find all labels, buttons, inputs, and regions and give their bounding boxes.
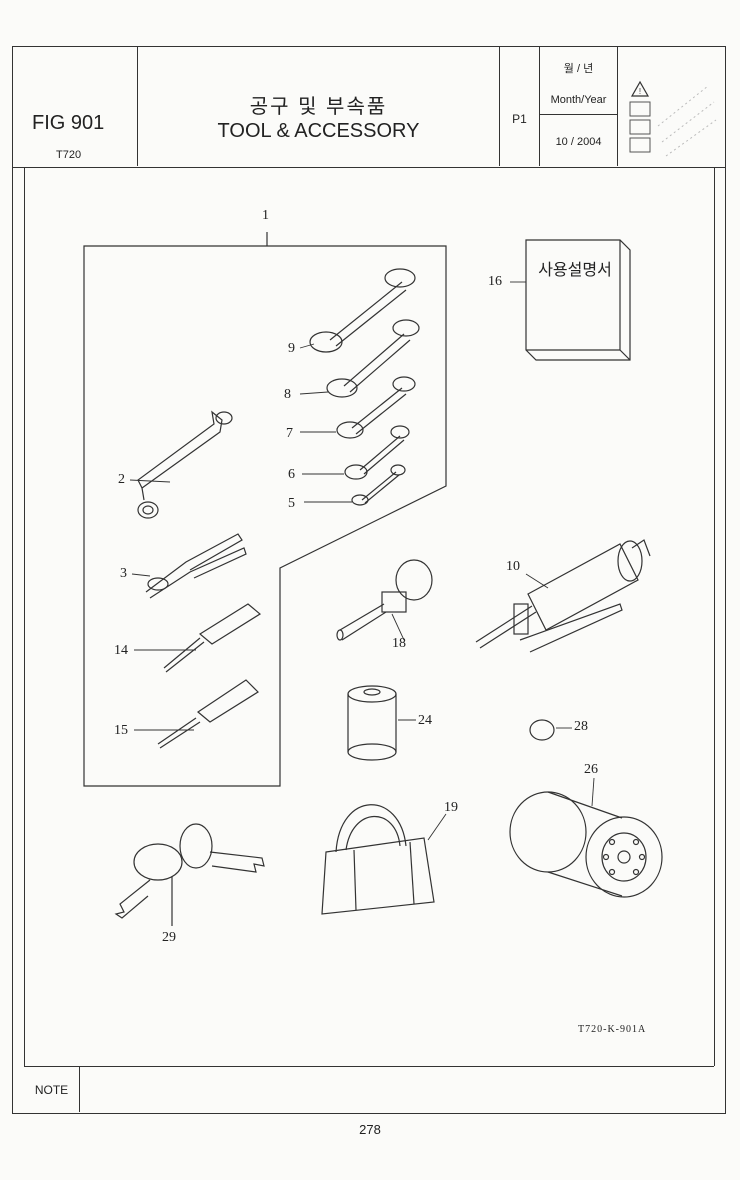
screwdriver-14 bbox=[163, 603, 262, 673]
title-cell: 공구 및 부속품 TOOL & ACCESSORY bbox=[138, 46, 500, 166]
part-label: 28 bbox=[574, 719, 588, 734]
spanner-9 bbox=[309, 268, 416, 353]
spanner-6 bbox=[344, 425, 410, 480]
cap-28 bbox=[529, 719, 555, 741]
page-cell: P1 bbox=[500, 46, 540, 166]
note-label: NOTE bbox=[24, 1067, 80, 1112]
fig-cell: FIG 901 T720 bbox=[12, 46, 138, 166]
page-label: P1 bbox=[512, 112, 527, 126]
spanner-5 bbox=[351, 464, 406, 506]
grease-gun-10 bbox=[475, 539, 651, 653]
page-frame bbox=[12, 46, 726, 1114]
date-label-korean: 월 / 년 bbox=[563, 63, 594, 75]
oil-filter-26 bbox=[509, 791, 663, 898]
note-row: NOTE bbox=[24, 1066, 714, 1112]
page-number: 278 bbox=[359, 1122, 381, 1137]
date-value: 10 / 2004 bbox=[555, 136, 602, 148]
instruction-manual-16 bbox=[525, 239, 631, 361]
model-code: T720 bbox=[56, 149, 82, 161]
part-label: 19 bbox=[444, 800, 458, 815]
fig-number: FIG 901 bbox=[32, 112, 105, 134]
title-korean: 공구 및 부속품 bbox=[249, 96, 388, 118]
screwdriver-15 bbox=[157, 679, 259, 749]
part-label: 29 bbox=[162, 930, 176, 945]
part-label: 15 bbox=[114, 723, 128, 738]
part-label: 1 bbox=[262, 208, 269, 223]
pliers-3 bbox=[145, 533, 247, 599]
date-cell: 월 / 년 Month/Year 10 / 2004 bbox=[540, 46, 618, 166]
svg-text:!: ! bbox=[639, 87, 641, 96]
manual-cover-text: 사용설명서 bbox=[538, 260, 612, 279]
part-label: 10 bbox=[506, 559, 520, 574]
date-label-english: Month/Year bbox=[550, 94, 607, 106]
drawing-code: T720-K-901A bbox=[578, 1024, 647, 1035]
part-label: 8 bbox=[284, 387, 291, 402]
keys-29 bbox=[114, 823, 265, 926]
part-label: 24 bbox=[418, 713, 432, 728]
part-label: 3 bbox=[120, 566, 127, 581]
title-english: TOOL & ACCESSORY bbox=[217, 120, 420, 142]
part-label: 16 bbox=[488, 274, 502, 289]
part-label: 5 bbox=[288, 496, 295, 511]
part-label: 18 bbox=[392, 636, 406, 651]
part-label: 2 bbox=[118, 472, 125, 487]
fuel-filter-24 bbox=[347, 685, 397, 761]
box-wrench-2 bbox=[137, 410, 233, 519]
title-block: FIG 901 T720 공구 및 부속품 TOOL & ACCESSORY P… bbox=[12, 46, 726, 168]
warning-cell: ! bbox=[618, 46, 724, 166]
pin-18 bbox=[336, 559, 433, 641]
spanner-8 bbox=[326, 319, 420, 398]
part-label: 9 bbox=[288, 341, 295, 356]
warning-symbols-icon: ! bbox=[629, 80, 717, 157]
part-label: 6 bbox=[288, 467, 295, 482]
tool-bag-19 bbox=[321, 804, 435, 915]
tool-kit-outline bbox=[83, 232, 447, 787]
spanner-7 bbox=[336, 376, 416, 439]
part-label: 26 bbox=[584, 762, 598, 777]
part-label: 7 bbox=[286, 426, 293, 441]
part-label: 14 bbox=[114, 643, 128, 658]
